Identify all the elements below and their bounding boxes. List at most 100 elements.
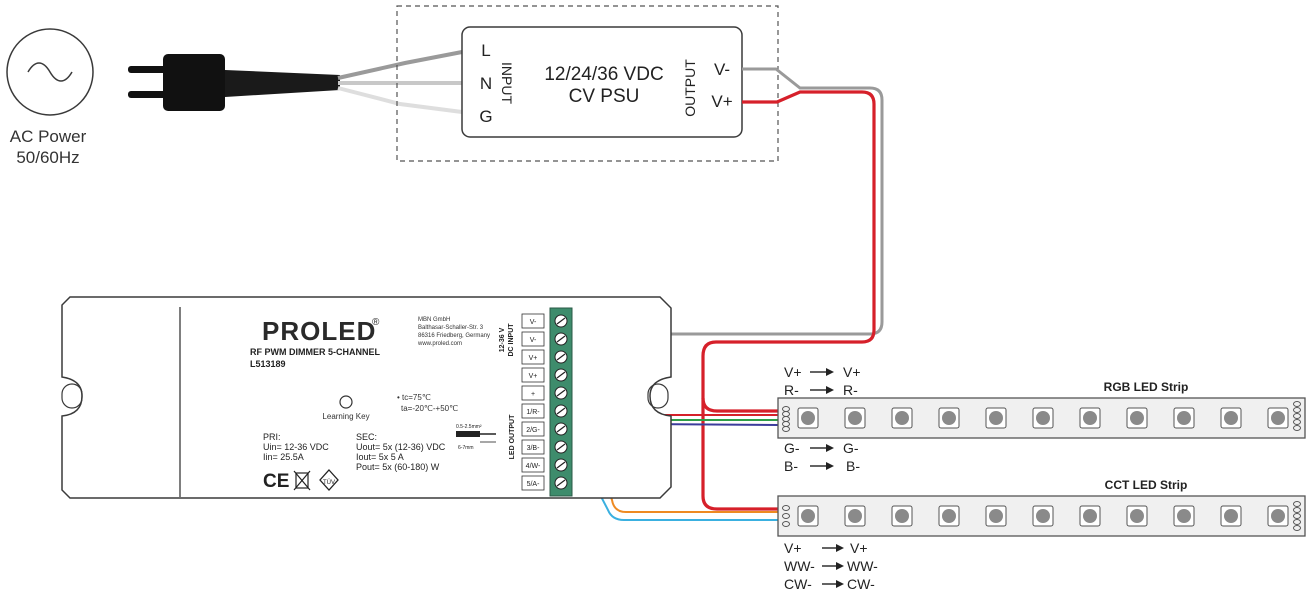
ce-mark-icon: CE	[263, 471, 289, 492]
arrow-icon	[810, 368, 834, 376]
psu-terminal-n: N	[480, 74, 492, 93]
ac-frequency-label: 50/60Hz	[16, 148, 79, 167]
cct-strip-title: CCT LED Strip	[1105, 478, 1188, 492]
wire-strip-size: 0.5-2.5mm²	[456, 424, 482, 430]
solder-pad-icon	[1293, 519, 1301, 525]
dc-input-voltage-label: 12-36 V	[499, 327, 506, 352]
rgb-strip-pads-left	[782, 406, 790, 432]
sine-wave-icon	[27, 62, 73, 82]
psu-title-line1: 12/24/36 VDC	[544, 64, 663, 85]
arrow-icon	[810, 444, 834, 452]
mains-cable	[225, 70, 340, 97]
wire-strip-icon: 0.5-2.5mm² 6-7mm	[456, 424, 496, 451]
solder-pad-icon	[782, 505, 790, 511]
part-number: L513189	[250, 359, 286, 369]
learning-key-button[interactable]	[339, 395, 353, 409]
psu: L N G INPUT 12/24/36 VDC CV PSU OUTPUT V…	[396, 5, 779, 162]
plug-prong-bottom	[128, 91, 166, 98]
cct-strip-leds	[797, 505, 1289, 527]
temp-tc: • tc=75℃	[397, 393, 431, 402]
cct-strip-body	[777, 495, 1306, 537]
pri-iin: Iin= 25.5A	[263, 452, 304, 462]
terminal-labels: V- V- V+ V+ + 1/R- 2/G- 3/B- 4/W- 5/A-	[521, 313, 545, 491]
psu-terminal-g: G	[479, 107, 492, 126]
cct-map-from-3: CW-	[784, 576, 812, 592]
solder-pad-icon	[1293, 419, 1301, 425]
rgb-map-to-4: B-	[846, 458, 860, 474]
sec-pout: Pout= 5x (60-180) W	[356, 462, 440, 472]
cct-map-to-1: V+	[850, 540, 868, 556]
arrow-icon	[810, 462, 834, 470]
arrow-icon	[822, 544, 844, 552]
solder-pad-icon	[1293, 407, 1301, 413]
wire-live	[337, 50, 463, 80]
arrow-icon	[822, 562, 844, 570]
company-line-4: www.proled.com	[417, 341, 462, 347]
psu-title-line2: CV PSU	[569, 86, 640, 107]
rgb-strip-leds	[797, 407, 1289, 429]
company-line-3: 86316 Friedberg, Germany	[418, 333, 490, 339]
rgb-map-from-3: G-	[784, 440, 800, 456]
mounting-hole-left	[61, 383, 83, 409]
rgb-map-to-1: V+	[843, 364, 861, 380]
cct-map-from-2: WW-	[784, 558, 815, 574]
pri-label: PRI:	[263, 432, 281, 442]
tuv-mark-icon	[319, 469, 339, 491]
terminal-label: 5/A-	[527, 481, 541, 488]
solder-pad-icon	[1293, 513, 1301, 519]
sec-iout: Iout= 5x 5 A	[356, 452, 404, 462]
terminal-label: 2/G-	[526, 427, 540, 434]
psu-terminal-vplus: V+	[711, 92, 732, 111]
sec-label: SEC:	[356, 432, 377, 442]
psu-body	[461, 26, 743, 138]
solder-pad-icon	[1293, 501, 1301, 507]
rgb-map-from-2: R-	[784, 382, 799, 398]
psu-input-label: INPUT	[499, 62, 515, 104]
plug-prong-top	[128, 66, 166, 73]
ac-power-source: AC Power 50/60Hz	[6, 28, 94, 167]
terminal-label: 3/B-	[527, 445, 541, 452]
rgb-map-from-4: B-	[784, 458, 798, 474]
led-output-label: LED OUTPUT	[509, 414, 516, 459]
rgb-led-strip: RGB LED Strip V+ V+ R- R- G- G- B- B-	[777, 364, 1306, 474]
cct-map-from-1: V+	[784, 540, 802, 556]
solder-pad-icon	[1293, 507, 1301, 513]
cct-map-to-2: WW-	[847, 558, 878, 574]
terminal-label: V+	[529, 373, 538, 380]
ac-source-icon	[6, 28, 94, 116]
company-line-2: Balthasar-Schaller-Str. 3	[418, 325, 484, 331]
solder-pad-icon	[782, 426, 790, 432]
terminal-label: V-	[530, 319, 537, 326]
solder-pad-icon	[1293, 425, 1301, 431]
psu-output-label: OUTPUT	[682, 59, 698, 117]
solder-pad-icon	[1293, 401, 1301, 407]
terminal-screws	[554, 314, 568, 490]
cct-led-strip: CCT LED Strip V+ V+ WW- WW- CW- CW-	[777, 478, 1306, 592]
rgb-strip-pads-right	[1293, 401, 1301, 431]
solder-pad-icon	[782, 521, 790, 527]
rgb-map-from-1: V+	[784, 364, 802, 380]
sec-uout: Uout= 5x (12-36) VDC	[356, 442, 446, 452]
tuv-mark-label: TÜV	[323, 479, 335, 486]
wire-strip-length: 6-7mm	[458, 445, 474, 451]
solder-pad-icon	[782, 513, 790, 519]
solder-pad-icon	[1293, 413, 1301, 419]
wire-out-cw	[568, 482, 778, 521]
dimmer: PROLED ® RF PWM DIMMER 5-CHANNEL L513189…	[61, 296, 672, 499]
terminal-label: 1/R-	[526, 409, 540, 416]
pri-uin: Uin= 12-36 VDC	[263, 442, 329, 452]
psu-enclosure-outline	[396, 5, 779, 162]
cct-map-to-3: CW-	[847, 576, 875, 592]
wire-psu-vplus-cct	[701, 398, 778, 511]
arrow-icon	[810, 386, 834, 394]
cct-strip-pads-right	[1293, 501, 1301, 531]
plug-body-icon	[163, 54, 225, 111]
terminal-label: V-	[530, 337, 537, 344]
arrow-icon	[822, 580, 844, 588]
dc-input-label: DC INPUT	[508, 323, 515, 357]
ac-power-label: AC Power	[10, 127, 87, 146]
mounting-hole-right	[647, 383, 669, 409]
company-line-1: MBN GmbH	[418, 317, 450, 323]
learning-key-label: Learning Key	[322, 412, 369, 421]
